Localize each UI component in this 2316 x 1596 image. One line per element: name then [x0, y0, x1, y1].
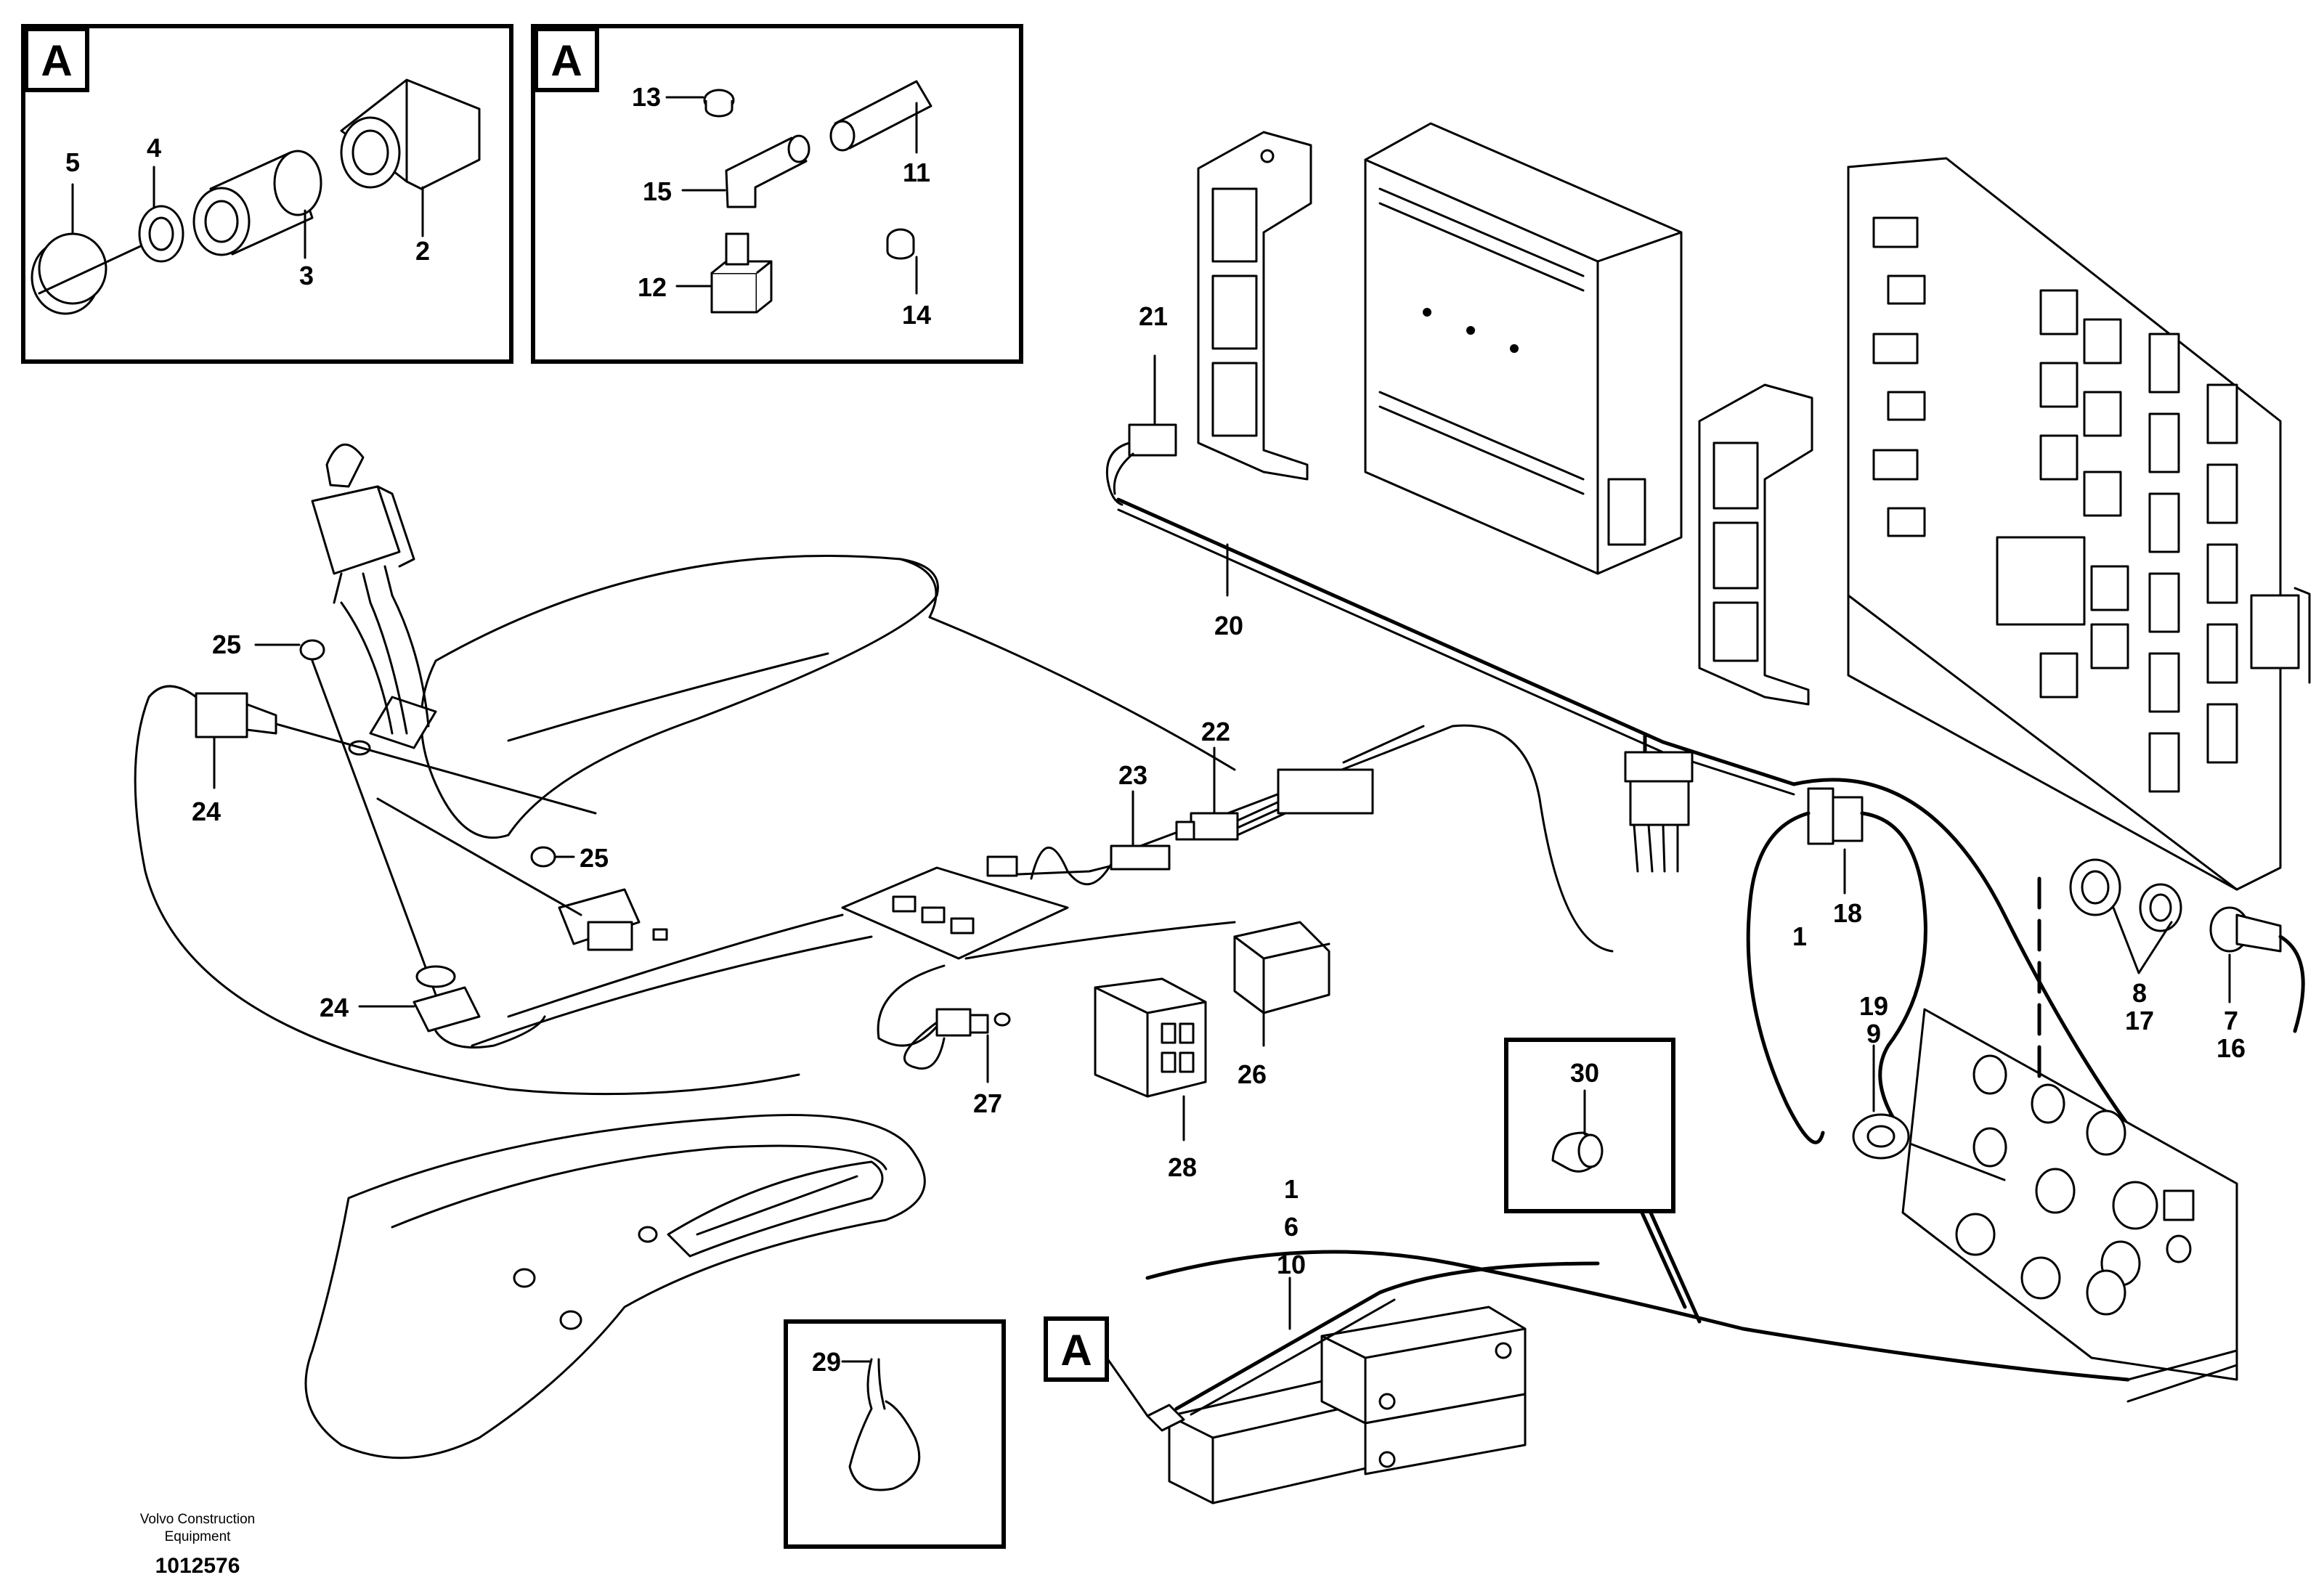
- brand-line-1: Volvo Construction: [140, 1512, 255, 1527]
- callout-10: 10: [1277, 1250, 1306, 1279]
- inset-connector-parts: A 5 4 3: [21, 24, 513, 364]
- fitting-icon: [192, 150, 322, 256]
- inset-badge-a-3: A: [1060, 1326, 1092, 1375]
- socket-28: [1094, 977, 1207, 1141]
- callout-29: 29: [812, 1347, 841, 1377]
- elbow-fitting-icon: [725, 134, 810, 208]
- callout-28: 28: [1168, 1152, 1197, 1182]
- hose-icon: [829, 80, 933, 152]
- callout-24-lower: 24: [320, 993, 349, 1022]
- nut-9-icon: [1852, 1044, 2006, 1181]
- seal-plug-icon: [703, 89, 735, 118]
- brand-line-2: Equipment: [165, 1529, 232, 1544]
- callout-3: 3: [299, 261, 314, 290]
- grommet-icon: [886, 228, 915, 260]
- callout-13: 13: [632, 82, 661, 112]
- callout-1a: 1: [1792, 921, 1807, 951]
- callout-21: 21: [1139, 301, 1168, 331]
- circuit-board: [1847, 157, 2311, 891]
- callout-19: 19: [1859, 991, 1888, 1021]
- callout-25-lower: 25: [580, 843, 609, 873]
- ecu-box: [1364, 122, 1683, 575]
- connector-27: [903, 1008, 1011, 1083]
- drawing-number: 1012576: [155, 1554, 240, 1578]
- module-assembly: [1044, 1261, 1600, 1505]
- callout-1b: 1: [1284, 1174, 1299, 1204]
- callout-5: 5: [65, 147, 80, 177]
- cap-25-lower: [530, 846, 575, 868]
- callout-26: 26: [1238, 1059, 1267, 1089]
- inset-badge-a: A: [41, 36, 72, 85]
- callout-27: 27: [973, 1088, 1002, 1118]
- cap-25-upper: [254, 639, 437, 996]
- callout-4: 4: [147, 133, 161, 163]
- bulkhead-fittings: [2069, 858, 2305, 1033]
- switch-24-lower: [358, 965, 546, 1049]
- harness-20: [1105, 354, 1796, 873]
- callout-24-upper: 24: [192, 797, 221, 826]
- callout-9: 9: [1866, 1019, 1881, 1049]
- callout-14: 14: [902, 300, 931, 330]
- terminal-block-icon: [710, 232, 773, 314]
- console-panel: [348, 555, 939, 839]
- left-mounting-bracket: [1197, 131, 1312, 481]
- main-harness-lines: [928, 616, 2130, 1382]
- inset-badge-a-2: A: [550, 36, 582, 85]
- inset-part-30: [1504, 1038, 1702, 1324]
- callout-6: 6: [1284, 1212, 1299, 1242]
- callout-20: 20: [1214, 611, 1243, 640]
- nut-icon: [31, 232, 147, 315]
- switch-24-upper: [134, 685, 800, 1096]
- callout-7: 7: [2224, 1006, 2238, 1035]
- callout-25-upper: 25: [212, 630, 241, 659]
- central-connector-block: [471, 724, 1614, 1047]
- callout-8: 8: [2132, 978, 2147, 1008]
- toggle-switch: [311, 443, 430, 735]
- callout-17: 17: [2125, 1006, 2154, 1035]
- callout-15: 15: [643, 176, 672, 206]
- callout-22: 22: [1201, 717, 1230, 746]
- callout-30: 30: [1570, 1058, 1599, 1088]
- connector-18: [1746, 778, 2152, 1157]
- front-panel: [1901, 876, 2238, 1403]
- callout-18: 18: [1833, 898, 1862, 928]
- connector-22: [1175, 725, 1425, 841]
- callout-2: 2: [415, 236, 430, 266]
- callout-12: 12: [638, 272, 667, 302]
- relay-26: [1233, 921, 1330, 1047]
- callout-23: 23: [1118, 760, 1147, 790]
- rocker-switch: [376, 797, 668, 951]
- inset-part-29: [784, 1319, 1006, 1549]
- washer-icon: [138, 205, 184, 263]
- control-unit-assembly: [1197, 122, 2311, 891]
- callout-11: 11: [903, 158, 930, 187]
- inset-small-parts: A 13 11 15 12: [531, 24, 1023, 364]
- armrest-base: [304, 1114, 926, 1459]
- connector-23: [1110, 790, 1171, 871]
- plug-connector-icon: [340, 78, 481, 190]
- right-mounting-bracket: [1698, 383, 1813, 706]
- callout-16: 16: [2217, 1033, 2246, 1063]
